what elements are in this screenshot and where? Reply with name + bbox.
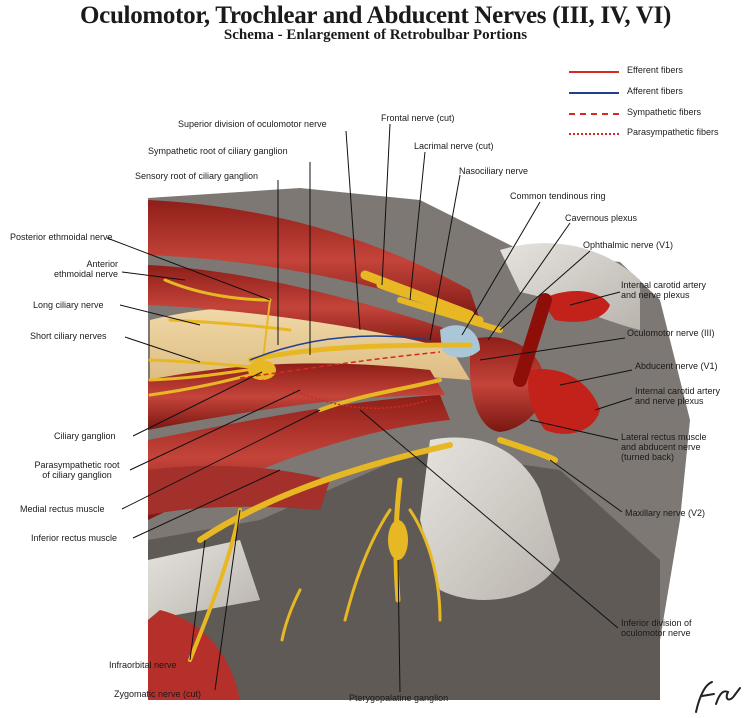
label-ophthalmic-nerve: Ophthalmic nerve (V1): [583, 240, 674, 250]
legend-efferent-swatch: [569, 71, 619, 73]
legend-sympathetic-swatch: [569, 113, 619, 115]
label-zygomatic-nerve: Zygomatic nerve (cut): [114, 689, 202, 699]
label-inferior-division-line2: oculomotor nerve: [621, 628, 691, 638]
label-anterior-ethmoidal: Anterior ethmoidal nerve: [30, 259, 118, 279]
label-inferior-division: Inferior division of oculomotor nerve: [621, 618, 692, 638]
label-parasympathetic-root-line1: Parasympathetic root: [34, 460, 120, 470]
label-internal-carotid-upper: Internal carotid artery and nerve plexus: [621, 280, 706, 300]
legend-parasympathetic: Parasympathetic fibers: [567, 127, 751, 141]
label-internal-carotid-upper-line2: and nerve plexus: [621, 290, 690, 300]
label-medial-rectus: Medial rectus muscle: [20, 504, 105, 514]
label-internal-carotid-lower: Internal carotid artery and nerve plexus: [635, 386, 720, 406]
label-long-ciliary: Long ciliary nerve: [33, 300, 104, 310]
legend-afferent-swatch: [569, 92, 619, 94]
label-lateral-rectus: Lateral rectus muscle and abducent nerve…: [621, 432, 707, 462]
label-lacrimal-nerve: Lacrimal nerve (cut): [414, 141, 494, 151]
label-anterior-ethmoidal-line2: ethmoidal nerve: [53, 269, 118, 279]
parasympathetic-trace: [261, 379, 431, 410]
label-inferior-division-line1: Inferior division of: [621, 618, 692, 628]
label-maxillary-nerve: Maxillary nerve (V2): [625, 508, 706, 518]
legend-afferent-label: Afferent fibers: [627, 86, 683, 96]
artist-signature: [695, 681, 741, 713]
label-lateral-rectus-line2: and abducent nerve: [621, 442, 701, 452]
label-pterygopalatine-ganglion: Pterygopalatine ganglion: [349, 693, 449, 703]
legend-sympathetic: Sympathetic fibers: [567, 107, 751, 121]
label-superior-division: Superior division of oculomotor nerve: [178, 119, 327, 129]
inferior-oblique-shape: [148, 465, 330, 515]
label-posterior-ethmoidal: Posterior ethmoidal nerve: [10, 232, 113, 242]
leader-lines: [106, 123, 633, 693]
superior-oblique-muscle: [148, 265, 455, 350]
pterygopalatine-ganglion-shape: [388, 520, 408, 560]
label-sympathetic-root: Sympathetic root of ciliary ganglion: [148, 146, 288, 156]
tendinous-ring-shape: [440, 325, 480, 358]
legend-sympathetic-label: Sympathetic fibers: [627, 107, 702, 117]
label-sensory-root: Sensory root of ciliary ganglion: [135, 171, 259, 181]
label-lateral-rectus-line1: Lateral rectus muscle: [621, 432, 707, 442]
label-parasympathetic-root-line2: of ciliary ganglion: [42, 470, 112, 480]
legend-efferent: Efferent fibers: [567, 65, 751, 79]
label-internal-carotid-upper-line1: Internal carotid artery: [621, 280, 707, 290]
carotid-artery-lower: [528, 369, 600, 434]
legend-parasympathetic-label: Parasympathetic fibers: [627, 127, 719, 137]
label-common-tendinous-ring: Common tendinous ring: [510, 191, 606, 201]
label-cavernous-plexus: Cavernous plexus: [565, 213, 638, 223]
label-ciliary-ganglion: Ciliary ganglion: [54, 431, 116, 441]
label-frontal-nerve: Frontal nerve (cut): [381, 113, 455, 123]
label-short-ciliary: Short ciliary nerves: [30, 331, 107, 341]
label-infraorbital-nerve: Infraorbital nerve: [109, 660, 177, 670]
label-parasympathetic-root: Parasympathetic root of ciliary ganglion: [22, 460, 132, 480]
label-nasociliary-nerve: Nasociliary nerve: [459, 166, 529, 176]
label-lateral-rectus-line3: (turned back): [621, 452, 675, 462]
label-anterior-ethmoidal-line1: Anterior: [86, 259, 118, 269]
medial-rectus-shape: [148, 363, 445, 430]
label-inferior-rectus: Inferior rectus muscle: [31, 533, 118, 543]
legend-afferent: Afferent fibers: [567, 86, 751, 100]
label-abducent-nerve: Abducent nerve (V1): [635, 361, 718, 371]
label-internal-carotid-lower-line1: Internal carotid artery: [635, 386, 721, 396]
legend-efferent-label: Efferent fibers: [627, 65, 683, 75]
page-subtitle: Schema - Enlargement of Retrobulbar Port…: [223, 27, 528, 43]
carotid-siphon: [513, 293, 552, 387]
label-internal-carotid-lower-line2: and nerve plexus: [635, 396, 704, 406]
label-oculomotor-nerve: Oculomotor nerve (III): [627, 328, 715, 338]
maxilla-bone: [148, 540, 260, 620]
afferent-trace: [249, 335, 431, 361]
page-title: Oculomotor, Trochlear and Abducent Nerve…: [80, 2, 671, 29]
sphenoid-bone-bottom: [420, 437, 560, 600]
legend-parasympathetic-swatch: [569, 133, 619, 135]
